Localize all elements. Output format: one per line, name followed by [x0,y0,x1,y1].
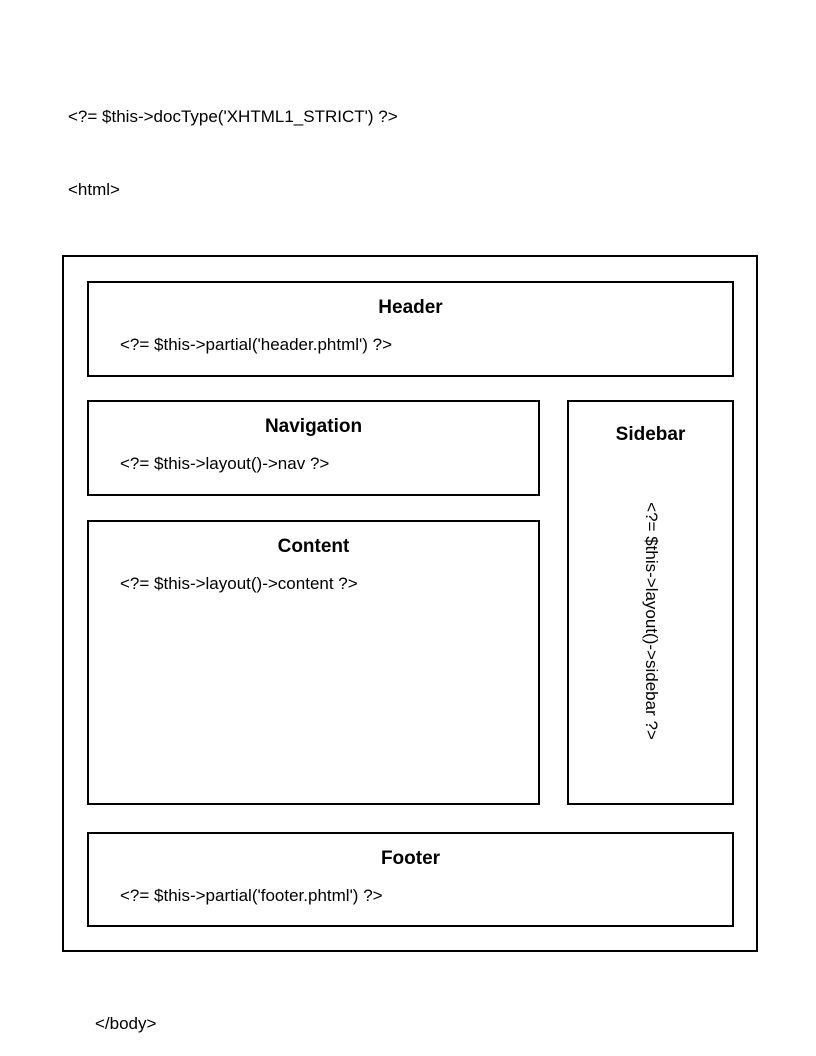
content-box-code: <?= $this->layout()->content ?> [120,574,358,593]
navigation-box-title: Navigation [264,416,363,437]
navigation-box: Navigation <?= $this->layout()->nav ?> [87,400,540,496]
sidebar-box: Sidebar <?= $this->layout()->sidebar ?> [567,400,734,805]
sidebar-box-code: <?= $this->layout()->sidebar ?> [641,502,661,740]
code-line-body-close: </body> [95,1013,157,1033]
footer-box: Footer <?= $this->partial('footer.phtml'… [87,832,734,927]
content-box: Content <?= $this->layout()->content ?> [87,520,540,805]
content-box-title: Content [277,536,350,557]
footer-box-title: Footer [380,848,441,869]
code-line-doctype: <?= $this->docType('XHTML1_STRICT') ?> [68,106,398,126]
code-line-html-open: <html> [68,180,120,200]
header-box-title: Header [378,297,443,318]
header-box-code: <?= $this->partial('header.phtml') ?> [120,335,393,354]
navigation-box-code: <?= $this->layout()->nav ?> [120,454,330,473]
sidebar-box-title: Sidebar [615,424,686,445]
footer-box-code: <?= $this->partial('footer.phtml') ?> [120,886,383,905]
bottom-code-block: </body> </html> [68,963,156,1056]
body-layout-outline-box: Header <?= $this->partial('header.phtml'… [62,255,758,952]
header-box: Header <?= $this->partial('header.phtml'… [87,281,734,377]
